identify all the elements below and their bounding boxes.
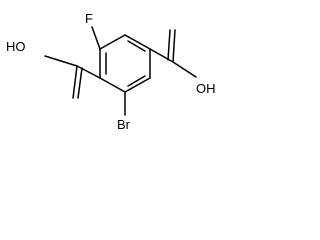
c-cooh-bond-right <box>149 48 174 63</box>
carboxyl-group-right: OH <box>149 29 216 96</box>
bromine-label: Br <box>117 117 131 132</box>
benzene-ring <box>99 34 151 93</box>
c-o-double-bond-left-a <box>72 65 78 99</box>
c-o-double-bond-left-b <box>77 67 83 99</box>
hydroxyl-label-right: OH <box>196 81 216 96</box>
ring-double-bond-top <box>127 40 146 52</box>
c-o-double-bond-right-a <box>172 29 176 63</box>
c-cooh-bond-left <box>76 65 101 79</box>
ring-bond-4 <box>124 77 151 93</box>
ring-bond-5 <box>99 77 126 93</box>
c-o-double-bond-right-b <box>167 29 171 61</box>
c-oh-bond-right <box>172 61 197 78</box>
hydroxyl-label-left: HO <box>6 39 26 54</box>
molecule-structure: F Br HO OH <box>6 11 216 132</box>
ring-bond-2 <box>124 34 151 50</box>
c-oh-bond-left <box>44 55 78 67</box>
ring-double-bond-bottom <box>127 75 146 87</box>
fluorine-label: F <box>85 11 93 26</box>
c-f-bond <box>91 26 101 50</box>
structure-canvas: F Br HO OH <box>0 0 235 154</box>
ring-bond-1 <box>99 34 126 50</box>
carboxyl-group-left: HO <box>6 39 101 99</box>
